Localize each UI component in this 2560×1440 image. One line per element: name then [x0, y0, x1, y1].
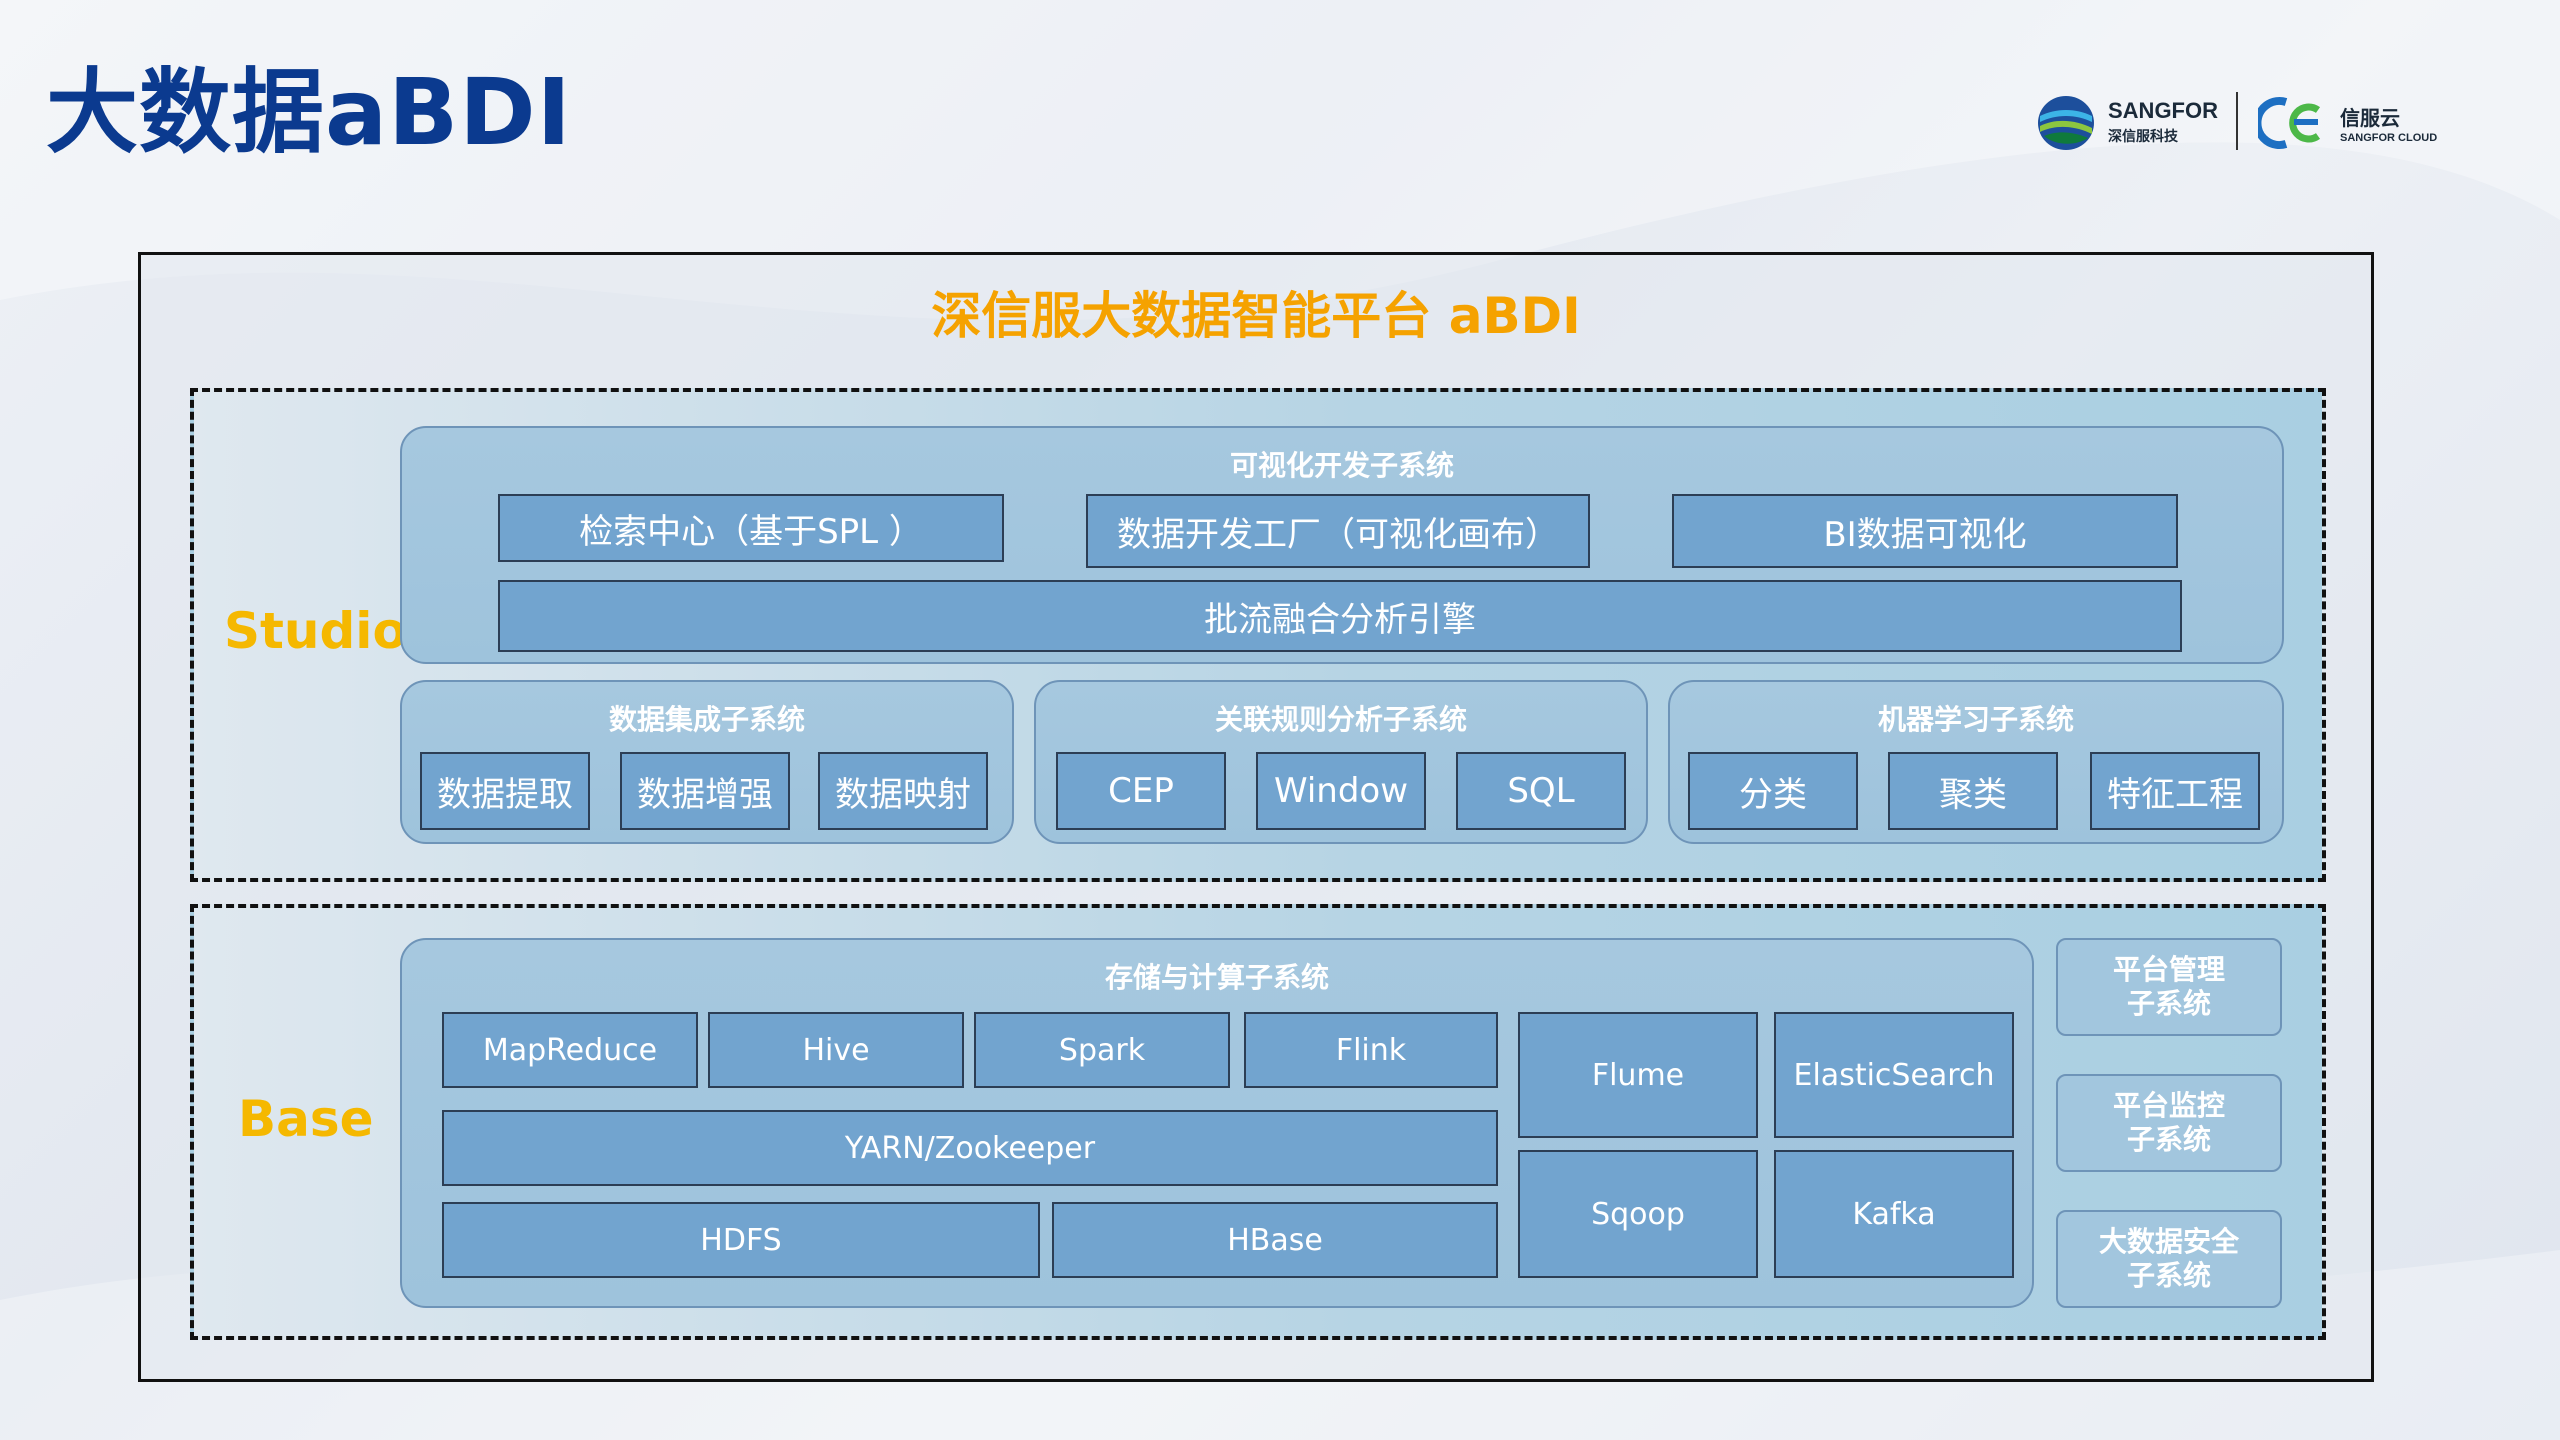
visual-dev-title: 可视化开发子系统: [1229, 449, 1454, 482]
spark-box: Spark: [974, 1012, 1230, 1088]
sangfor-name: SANGFOR: [2108, 98, 2218, 123]
sqoop-box: Sqoop: [1518, 1150, 1758, 1278]
platform-management-line2: 子系统: [2126, 987, 2211, 1020]
page-title: 大数据aBDI: [46, 59, 572, 166]
studio-label: Studio: [224, 602, 407, 660]
sangfor-cloud-logo-icon: [2258, 97, 2321, 149]
platform-management-line1: 平台管理: [2112, 953, 2225, 986]
rules-title: 关联规则分析子系统: [1214, 703, 1467, 736]
bigdata-security-box: 大数据安全 子系统: [2056, 1210, 2282, 1308]
mapreduce-box: MapReduce: [442, 1012, 698, 1088]
flink-box: Flink: [1244, 1012, 1498, 1088]
elasticsearch-box: ElasticSearch: [1774, 1012, 2014, 1138]
bigdata-security-line1: 大数据安全: [2098, 1225, 2239, 1258]
feature-engineering-box: 特征工程: [2090, 752, 2260, 830]
platform-management-box: 平台管理 子系统: [2056, 938, 2282, 1036]
flume-box: Flume: [1518, 1012, 1758, 1138]
data-dev-factory-box: 数据开发工厂（可视化画布）: [1086, 494, 1590, 568]
integration-title: 数据集成子系统: [608, 703, 805, 736]
sql-box: SQL: [1456, 752, 1626, 830]
hive-box: Hive: [708, 1012, 964, 1088]
kafka-box: Kafka: [1774, 1150, 2014, 1278]
data-enhance-box: 数据增强: [620, 752, 790, 830]
platform-title: 深信服大数据智能平台 aBDI: [931, 287, 1581, 345]
storage-title: 存储与计算子系统: [1104, 961, 1329, 994]
classification-box: 分类: [1688, 752, 1858, 830]
cep-box: CEP: [1056, 752, 1226, 830]
bigdata-security-line2: 子系统: [2126, 1259, 2211, 1292]
cloud-name: 信服云: [2340, 106, 2400, 130]
clustering-box: 聚类: [1888, 752, 2058, 830]
logo-divider: [2236, 92, 2238, 150]
bi-visualization-box: BI数据可视化: [1672, 494, 2178, 568]
hdfs-box: HDFS: [442, 1202, 1040, 1278]
hbase-box: HBase: [1052, 1202, 1498, 1278]
data-extract-box: 数据提取: [420, 752, 590, 830]
sangfor-subname: 深信服科技: [2108, 129, 2178, 145]
platform-monitoring-line1: 平台监控: [2112, 1089, 2225, 1122]
yarn-zookeeper-box: YARN/Zookeeper: [442, 1110, 1498, 1186]
window-box: Window: [1256, 752, 1426, 830]
analysis-engine-box: 批流融合分析引擎: [498, 580, 2182, 652]
data-mapping-box: 数据映射: [818, 752, 988, 830]
search-center-box: 检索中心（基于SPL ）: [498, 494, 1004, 562]
logo-group: SANGFOR 深信服科技 信服云 SANGFOR CLOUD: [2030, 88, 2450, 158]
cloud-subname: SANGFOR CLOUD: [2340, 132, 2438, 144]
base-label: Base: [238, 1090, 374, 1148]
platform-monitoring-box: 平台监控 子系统: [2056, 1074, 2282, 1172]
ml-title: 机器学习子系统: [1877, 703, 2074, 736]
platform-monitoring-line2: 子系统: [2126, 1123, 2211, 1156]
sangfor-logo-icon: [2038, 96, 2094, 150]
